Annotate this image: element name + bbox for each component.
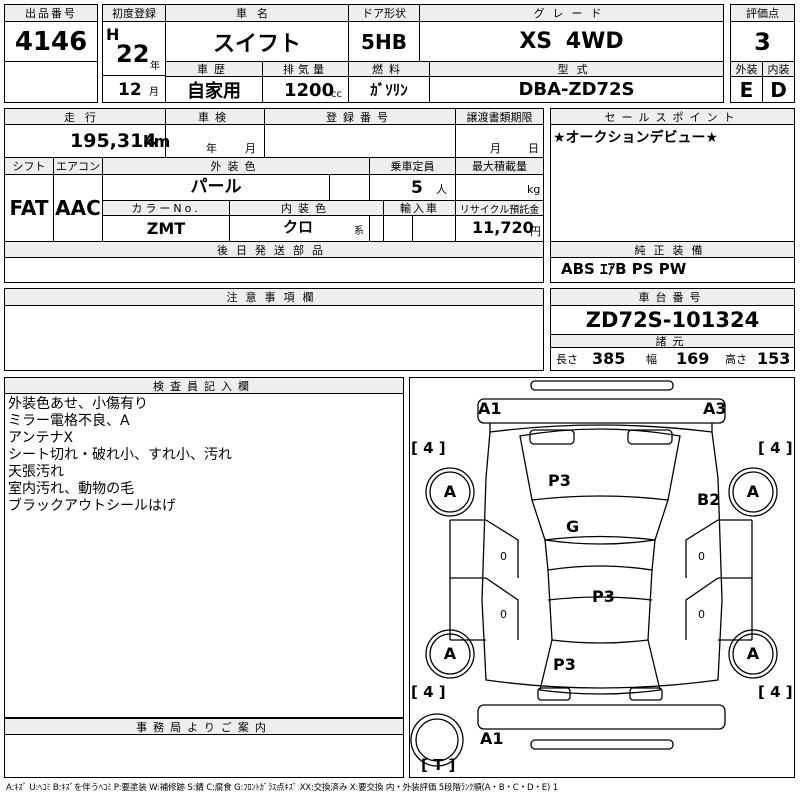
- inspection-month-unit: 月: [245, 142, 256, 155]
- registration-month: 12: [118, 80, 142, 100]
- damage-mark-a-front-right-wheel: A: [746, 482, 760, 501]
- damage-mark-a-rear-right-wheel: A: [746, 644, 760, 663]
- capacity-header: 乗車定員: [369, 157, 456, 175]
- car-name: スイフト: [212, 31, 301, 57]
- office-notes-box: [4, 734, 404, 778]
- chassis-cell: ZD72S-101324: [550, 305, 795, 335]
- era: H: [106, 25, 120, 44]
- later-parts-cell: [4, 257, 544, 283]
- car-diagram-frame: [409, 377, 795, 778]
- selling-points: ★オークションデビュー★: [553, 130, 719, 146]
- inspector-notes: 外装色あせ、小傷有り ミラー電格不良、A アンテナX シート切れ・破れ小、すれ小…: [8, 396, 232, 515]
- displacement-unit: cc: [331, 89, 342, 100]
- inspector-note-line: アンテナX: [8, 430, 74, 446]
- registration-year: 22: [116, 40, 150, 68]
- door-type: 5HB: [361, 29, 407, 54]
- capacity: 5: [411, 178, 423, 198]
- office-header: 事務局よりご案内: [4, 718, 404, 735]
- model-code: DBA-ZD72S: [518, 79, 635, 100]
- month-unit: 月: [149, 87, 159, 98]
- length-label: 長さ: [556, 353, 578, 366]
- exterior-grade: E: [739, 77, 754, 102]
- capacity-unit: 人: [436, 183, 447, 196]
- damage-mark-a3-front: A3: [703, 399, 727, 418]
- interior-color: クロ: [283, 218, 314, 236]
- door-left-rear-value: 0: [500, 608, 507, 621]
- door-right-front-value: 0: [698, 550, 705, 563]
- inspector-note-line: 外装色あせ、小傷有り: [8, 396, 148, 412]
- interior-color-header: 内装色: [229, 200, 384, 216]
- mileage: 195,314: [70, 130, 157, 152]
- damage-mark-p3-roof: P3: [592, 587, 615, 606]
- damage-mark-b2-right: B2: [697, 490, 721, 509]
- tire-depth-front-right: [ 4 ]: [758, 439, 793, 457]
- interior-grade: D: [770, 77, 787, 102]
- damage-mark-g-windshield: G: [566, 517, 580, 536]
- fuel: ｶﾞｿﾘﾝ: [370, 81, 408, 99]
- grade: XS 4WD: [519, 29, 624, 54]
- doors-header: ドア形状: [348, 4, 420, 22]
- door-left-front-value: 0: [500, 550, 507, 563]
- color-no-header: カラーNo.: [102, 200, 230, 216]
- transfer-month-unit: 月: [490, 142, 501, 155]
- dims-cell: [550, 347, 795, 371]
- door-right-rear-value: 0: [698, 608, 705, 621]
- displacement: 1200: [284, 80, 335, 101]
- year-unit: 年: [150, 61, 160, 72]
- transfer-day-unit: 日: [528, 142, 539, 155]
- interior-cell: D: [762, 76, 795, 103]
- inspector-note-line: 天張汚れ: [8, 464, 64, 480]
- width: 169: [676, 349, 710, 368]
- inspector-note-line: シート切れ・破れ小、すれ小、汚れ: [8, 447, 232, 463]
- genuine-equipment-cell: [550, 257, 795, 283]
- legend: A:ｷｽﾞ U:ﾍｺﾐ B:ｷｽﾞを伴うﾍｺﾐ P:要塗装 W:補修跡 S:錆 …: [6, 783, 558, 793]
- length: 385: [592, 349, 626, 368]
- inspector-note-line: ブラックアウトシールはげ: [8, 498, 176, 514]
- damage-mark-a-front-left-wheel: A: [443, 482, 457, 501]
- damage-mark-a1-front: A1: [478, 399, 502, 418]
- body-color: パール: [190, 177, 242, 197]
- exterior-header: 外装: [730, 61, 763, 77]
- score: 3: [754, 27, 771, 56]
- damage-mark-a-rear-left-wheel: A: [443, 644, 457, 663]
- max-load-unit: kg: [527, 183, 541, 196]
- width-label: 幅: [646, 353, 657, 366]
- mileage-unit: km: [143, 132, 171, 151]
- tire-depth-rear-left: [ 4 ]: [411, 683, 446, 701]
- height-label: 高さ: [725, 353, 747, 366]
- shift-cell: FAT: [4, 174, 54, 242]
- lot-number: 4146: [14, 26, 88, 57]
- inspection-year-unit: 年: [206, 142, 217, 155]
- spare-tire: [ T ]: [421, 756, 456, 774]
- shift: FAT: [9, 196, 49, 220]
- air-conditioner: AAC: [55, 196, 101, 220]
- registration-number-header: 登録番号: [264, 108, 456, 125]
- recycle-fee: 11,720: [472, 218, 534, 237]
- inspector-notes-box: [4, 393, 404, 718]
- notes-cell: [4, 305, 544, 371]
- inspector-note-line: 室内汚れ、動物の毛: [8, 481, 135, 497]
- selling-points-header: セールスポイント: [550, 108, 795, 125]
- displacement-header: 排気量: [262, 61, 349, 77]
- damage-mark-p3-hood: P3: [548, 471, 571, 490]
- interior-color-unit: 系: [354, 226, 364, 237]
- color-number: ZMT: [146, 219, 186, 238]
- damage-mark-a1-rear: A1: [480, 729, 504, 748]
- chassis-number: ZD72S-101324: [585, 308, 760, 332]
- transfer-deadline-header: 譲渡書類期限: [455, 108, 544, 125]
- model-cell: DBA-ZD72S: [429, 76, 724, 103]
- inspector-note-line: ミラー電格不良、A: [8, 413, 130, 429]
- genuine-equipment: ABS ｴｱB PS PW: [561, 260, 687, 278]
- tire-depth-rear-right: [ 4 ]: [758, 683, 793, 701]
- damage-mark-p3-rear: P3: [553, 655, 576, 674]
- tire-depth-front-left: [ 4 ]: [411, 439, 446, 457]
- ac-header: エアコン: [53, 157, 103, 175]
- car-history: 自家用: [187, 80, 241, 102]
- lot-number-blank: [4, 61, 98, 103]
- recycle-unit: 円: [530, 225, 541, 238]
- height: 153: [757, 349, 791, 368]
- fuel-header: 燃料: [348, 61, 430, 77]
